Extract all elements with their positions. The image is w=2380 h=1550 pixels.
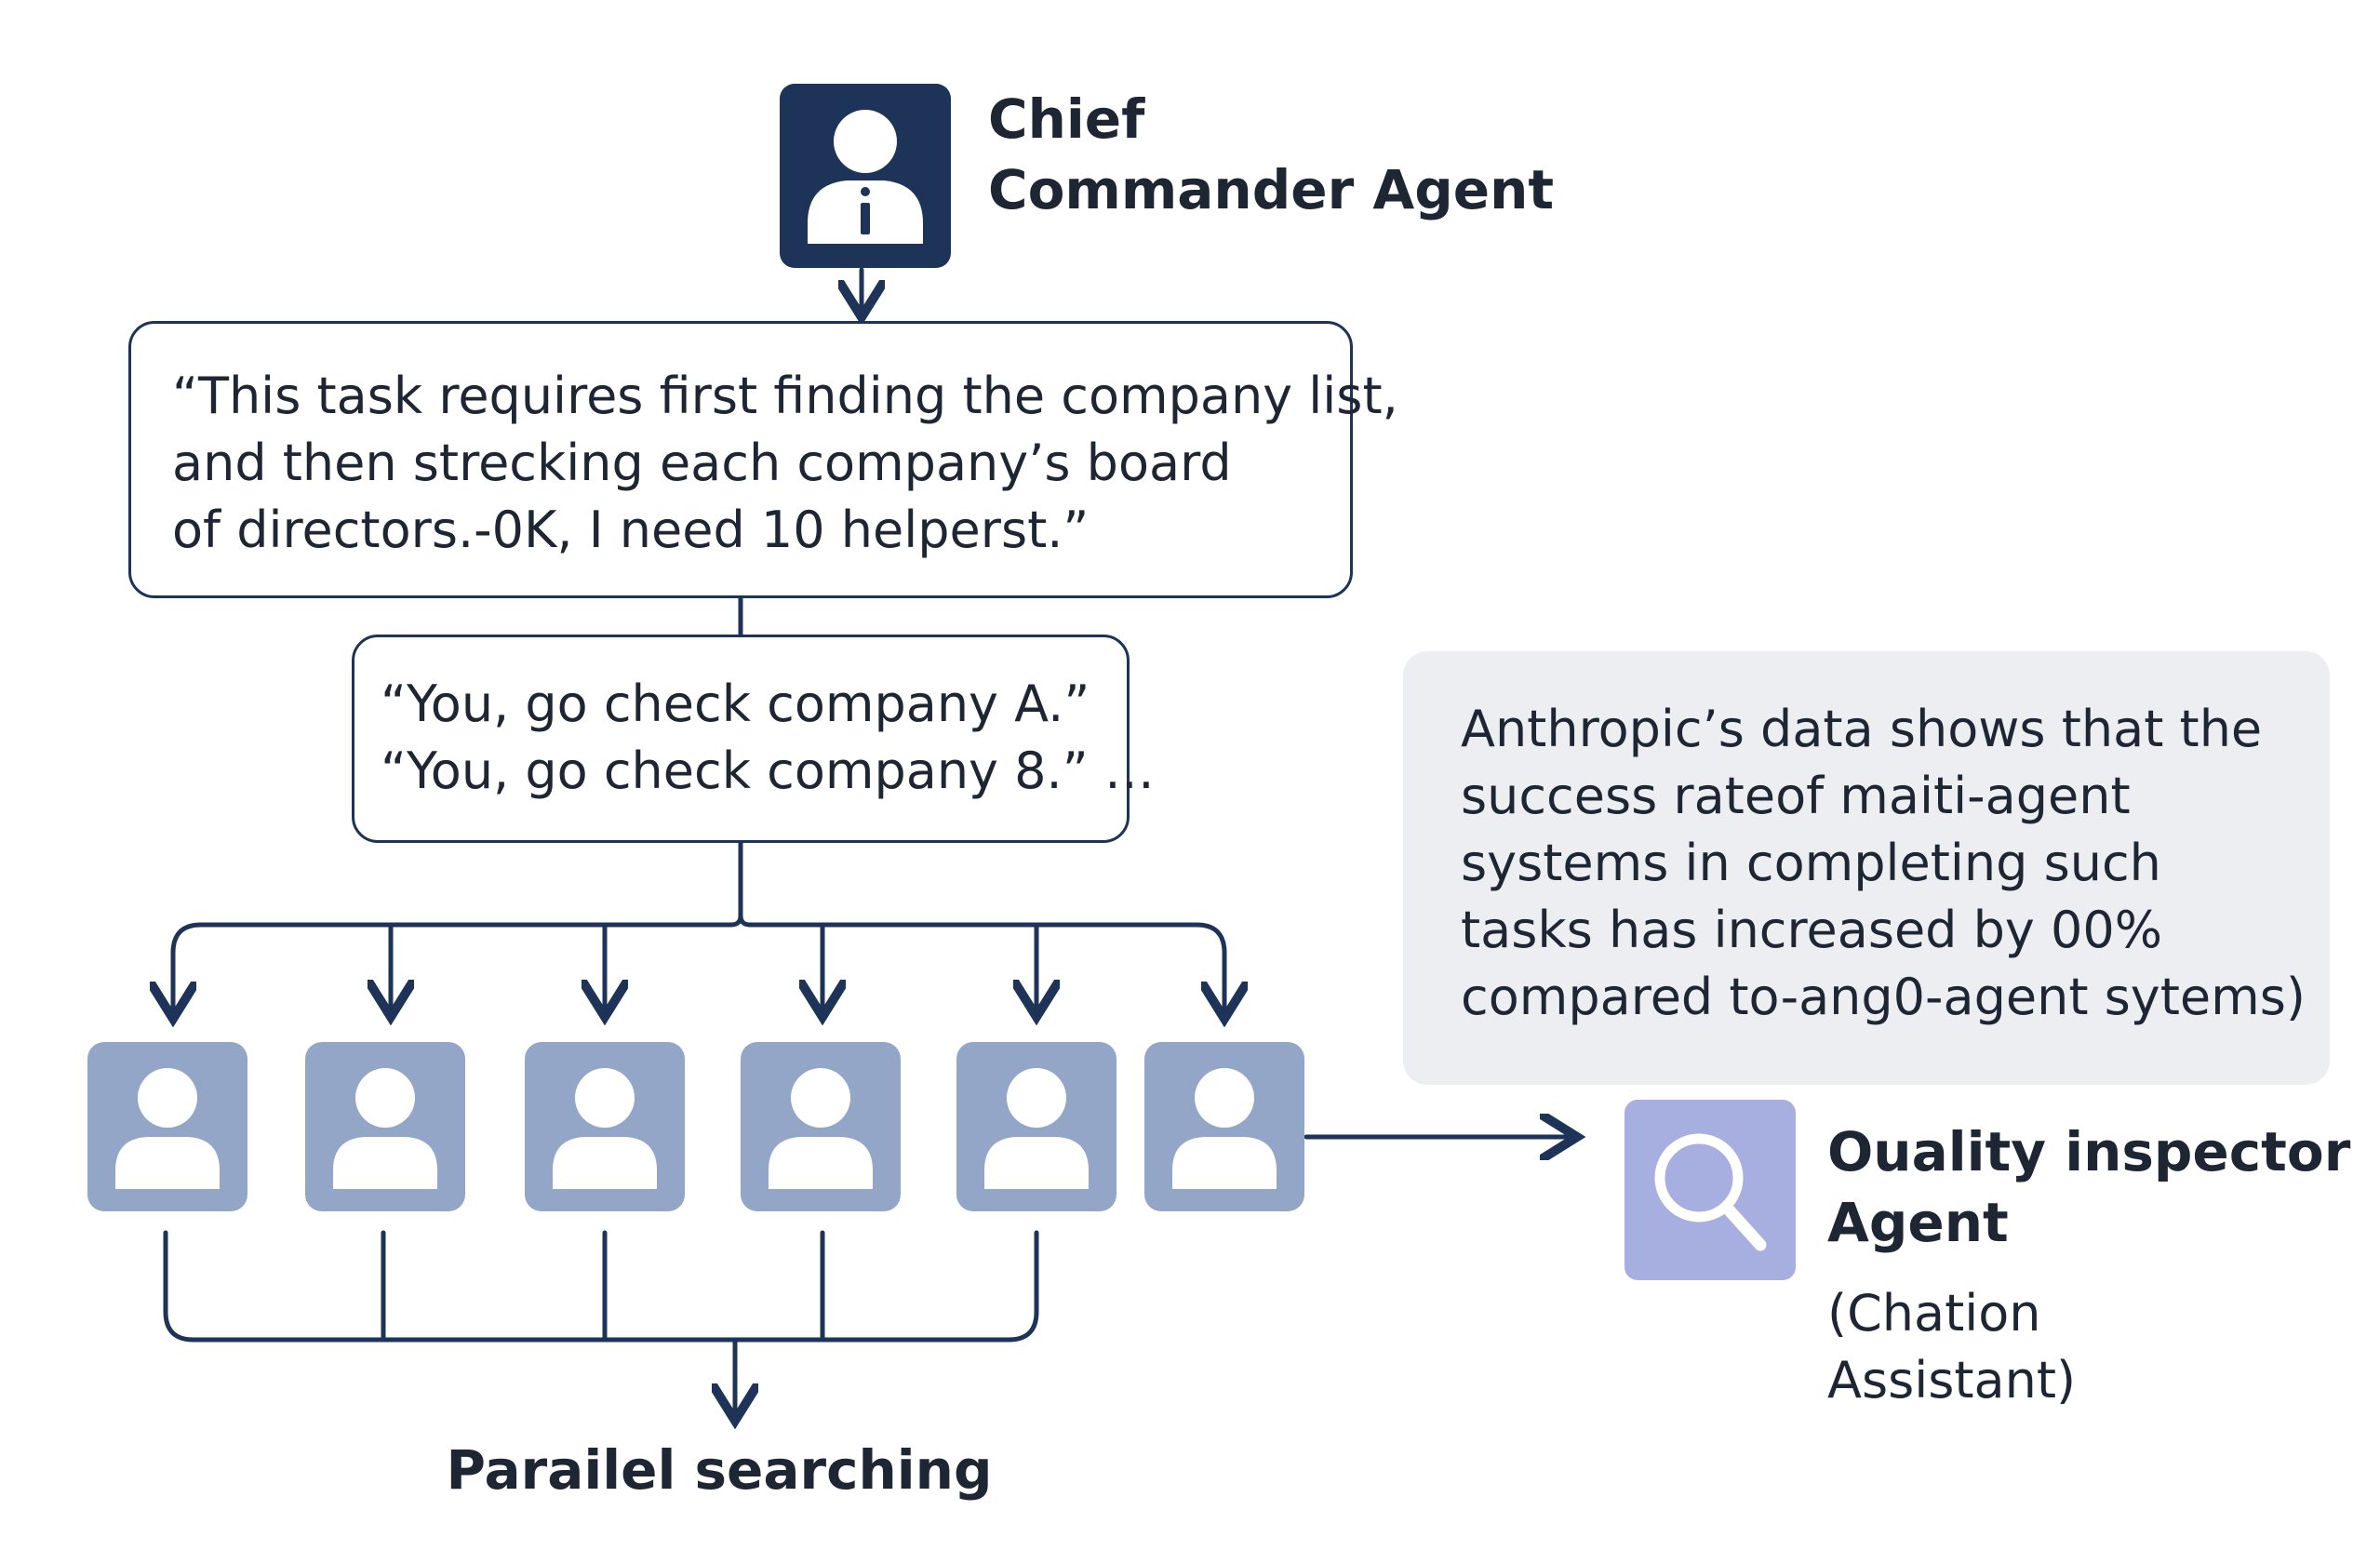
person-info-icon: [808, 110, 923, 244]
note-line-5: compared to-ang0-agent sytems): [1461, 968, 2306, 1026]
quality-inspector-icon: [1625, 1100, 1796, 1280]
quality-inspector-title: Ouality inspector Agent: [1827, 1116, 2350, 1258]
helper-agent-4: [741, 1042, 901, 1211]
plan-speech-bubble: “This task requires first finding the co…: [128, 321, 1398, 598]
assign-speech-bubble: “You, go check company A.” “You, go chec…: [352, 635, 1155, 843]
plan-line-1: “This task requires first finding the co…: [172, 367, 1398, 425]
plan-line-3: of directors.-0K, I need 10 helperst.”: [172, 501, 1090, 559]
note-line-2: success rateof maiti-agent: [1461, 767, 2131, 825]
qi-sub-line-2: Assistant): [1827, 1351, 2077, 1410]
helper-agent-5: [956, 1042, 1116, 1211]
assign-line-1: “You, go check company A.”: [381, 675, 1090, 733]
chief-title-line-2: Commander Agent: [988, 158, 1555, 221]
person-icon: [769, 1068, 873, 1189]
note-line-1: Anthropic’s data shows that the: [1461, 700, 2263, 758]
helper-agent-3: [525, 1042, 685, 1211]
person-icon: [115, 1068, 220, 1189]
chief-commander-icon: [780, 84, 951, 268]
chief-title-line-1: Chief: [988, 87, 1145, 151]
qi-title-line-1: Ouality inspector: [1827, 1120, 2351, 1183]
plan-line-2: and then strecking each company’s board: [172, 434, 1232, 492]
helper-agent-2: [305, 1042, 465, 1211]
person-icon: [1172, 1068, 1277, 1189]
distribution-bar: [170, 913, 1227, 1012]
success-rate-note: Anthropic’s data shows that the success …: [1403, 651, 2330, 1085]
helper-agent-1: [87, 1042, 247, 1211]
parallel-searching-label: Parailel searching: [446, 1438, 993, 1502]
person-icon: [333, 1068, 437, 1189]
person-icon: [984, 1068, 1089, 1189]
magnifier-icon: [1654, 1133, 1767, 1251]
assign-line-2: “You, go check company 8.” …: [381, 742, 1155, 800]
merge-bar: [163, 1230, 1039, 1343]
qi-sub-line-1: (Chation: [1827, 1284, 2041, 1343]
quality-inspector-subtitle: (Chation Assistant): [1827, 1280, 2076, 1414]
helper-agent-6: [1144, 1042, 1304, 1211]
chief-commander-title: Chief Commander Agent: [988, 84, 1554, 225]
note-line-3: systems in completing such: [1461, 834, 2161, 892]
person-icon: [553, 1068, 657, 1189]
qi-title-line-2: Agent: [1827, 1191, 2009, 1254]
note-line-4: tasks has increased by 00%: [1461, 901, 2163, 959]
